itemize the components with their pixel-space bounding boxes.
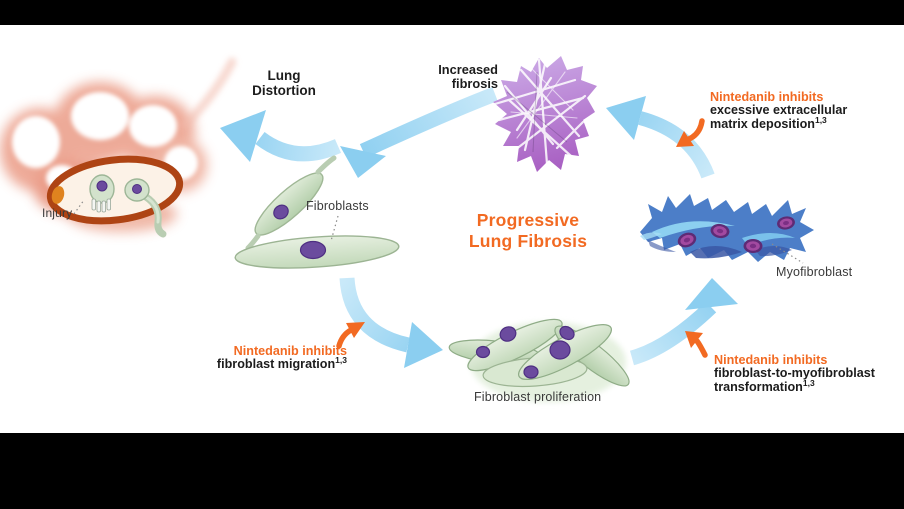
arrow-transformation	[629, 278, 738, 366]
injury-site	[51, 186, 65, 204]
fibroblasts-label: Fibroblasts	[306, 199, 369, 213]
fibroblast-nucleus	[299, 240, 327, 260]
inhibit-arrow-migration	[336, 322, 365, 349]
annotation-body-line: excessive extracellular	[710, 103, 848, 118]
alveoli-tendril	[180, 57, 237, 130]
myofibroblast-nuclei	[677, 216, 795, 253]
injury-leader-line	[73, 199, 85, 215]
annotation-matrix-deposition: Nintedanib inhibits excessive extracellu…	[710, 90, 848, 131]
injured-airway	[46, 155, 184, 225]
fibroblast-proliferation-label: Fibroblast proliferation	[474, 390, 602, 404]
lung-distortion-label: Lung Distortion	[224, 68, 344, 99]
fibroblast-nucleus	[273, 204, 289, 220]
annotation-highlight: Nintedanib inhibits	[710, 90, 824, 104]
lung-distortion-line2: Distortion	[252, 82, 316, 98]
increased-fibrosis-line2: fibrosis	[451, 76, 498, 92]
arrow-migration	[339, 277, 443, 368]
myofibroblast-leader-line	[771, 243, 804, 264]
increased-fibrosis-line1: Increased	[438, 62, 498, 77]
proliferation-illustration	[448, 318, 630, 402]
epithelial-cell	[89, 174, 115, 213]
annotation-highlight: Nintedanib inhibits	[714, 353, 828, 367]
injury-illustration	[0, 57, 237, 238]
arrow-to-lung-distortion	[220, 110, 342, 162]
annotation-body-line: fibroblast-to-myofibroblast	[714, 366, 875, 381]
increased-fibrosis-label: Increased fibrosis	[408, 62, 498, 92]
myofibroblast-label: Myofibroblast	[776, 265, 853, 279]
myofibroblast-illustration	[640, 194, 814, 264]
diagram-title: Progressive Lung Fibrosis	[430, 210, 626, 252]
title-line1: Progressive	[476, 210, 580, 230]
inhibit-arrow-matrix	[676, 118, 705, 147]
reference-marker: 1,3	[802, 377, 815, 388]
fibroblasts-illustration	[234, 155, 400, 269]
injury-label: Injury	[42, 206, 73, 220]
annotation-body-line: matrix deposition1,3	[710, 114, 827, 131]
annotation-body-line: fibroblast migration1,3	[216, 355, 347, 372]
annotation-fibroblast-migration: Nintedanib inhibits fibroblast migration…	[216, 344, 347, 372]
annotation-myofibroblast-transformation: Nintedanib inhibits fibroblast-to-myofib…	[714, 353, 875, 394]
proliferation-nuclei	[475, 325, 575, 379]
reference-marker: 1,3	[335, 355, 347, 366]
title-line2: Lung Fibrosis	[468, 231, 588, 251]
fibrosis-illustration	[493, 56, 597, 172]
inhibit-arrow-transformation	[685, 331, 708, 358]
migrating-cell	[124, 178, 167, 238]
lung-distortion-line1: Lung	[267, 68, 301, 83]
annotation-highlight: Nintedanib inhibits	[233, 344, 347, 358]
arrow-fibrosis-to-fibroblasts	[340, 86, 498, 178]
fibrosis-fibers	[493, 58, 587, 166]
annotation-body-line: transformation1,3	[714, 377, 815, 394]
reference-marker: 1,3	[814, 114, 827, 125]
